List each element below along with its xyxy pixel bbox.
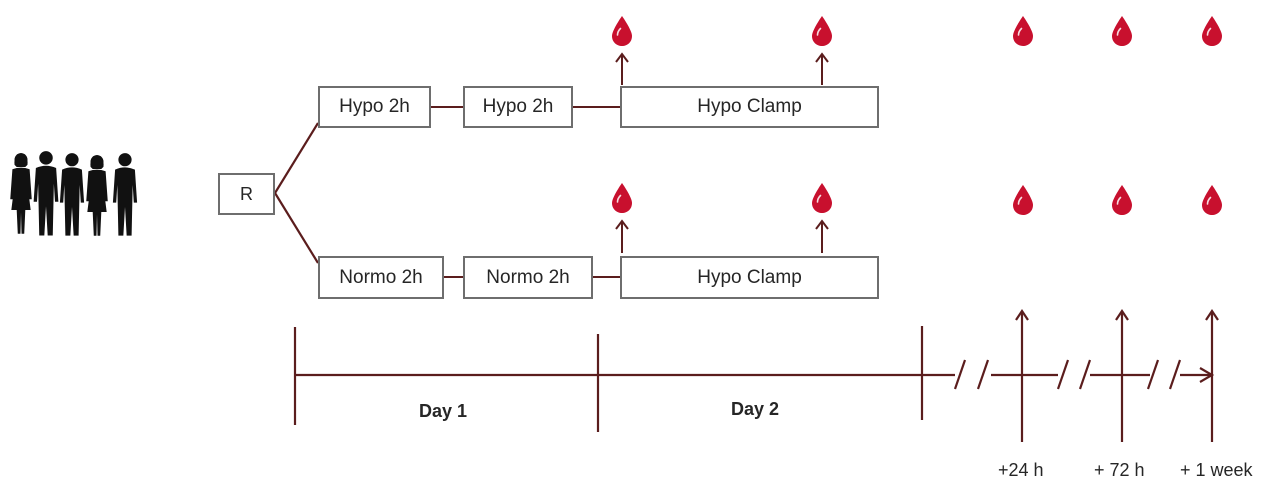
randomization-branches	[274, 122, 319, 264]
sampling-arrows-hypo	[615, 52, 829, 85]
randomization-box: R	[218, 173, 275, 215]
participants-icon	[10, 151, 138, 236]
hypo-step-1-box: Hypo 2h	[318, 86, 431, 128]
followup-1week-label: + 1 week	[1180, 460, 1253, 480]
hypo-arm-clamp-box: Hypo Clamp	[620, 86, 879, 128]
normo-step-2-box: Normo 2h	[463, 256, 593, 299]
hypo-step-2-box: Hypo 2h	[463, 86, 573, 128]
day-2-label: Day 2	[731, 399, 780, 419]
followup-24h-label: +24 h	[998, 460, 1044, 480]
normo-step-1-box: Normo 2h	[318, 256, 444, 299]
normo-arm-clamp-box: Hypo Clamp	[620, 256, 879, 299]
day-1-label: Day 1	[419, 401, 468, 421]
followup-72h-label: + 72 h	[1094, 460, 1145, 480]
arm-connectors	[431, 106, 620, 278]
timeline	[293, 309, 1219, 442]
sampling-arrows-normo	[615, 219, 829, 253]
